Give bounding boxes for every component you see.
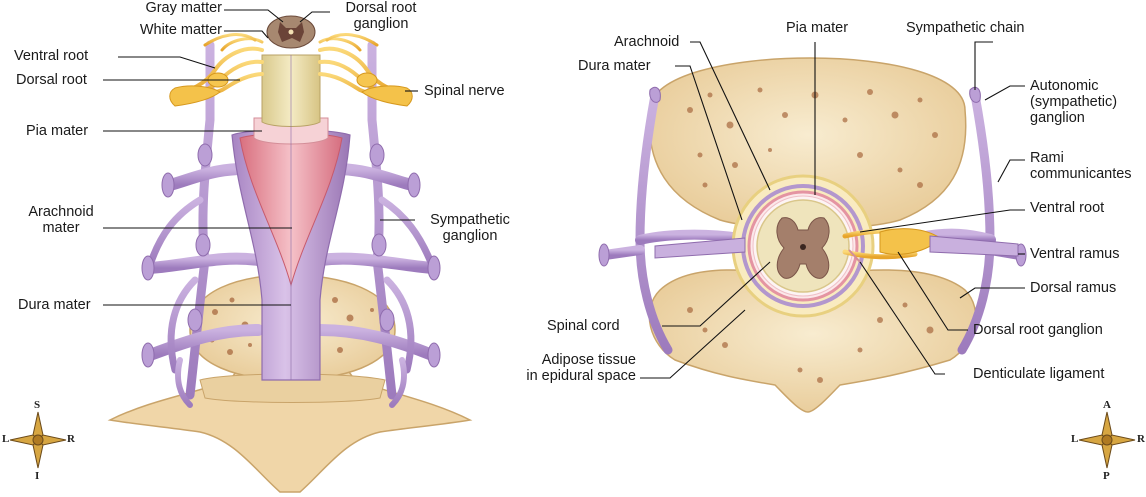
compass-right-left: L: [1071, 433, 1079, 445]
left-sympathetic-ganglia: [141, 143, 441, 368]
label-adipose-tissue: Adipose tissue in epidural space: [526, 352, 636, 384]
left-panel-illustration: [107, 15, 473, 493]
label-ventral-root-left: Ventral root: [14, 48, 89, 64]
label-pia-mater-right: Pia mater: [786, 20, 849, 36]
compass-right-right: R: [1137, 433, 1145, 445]
label-dura-mater-left: Dura mater: [18, 297, 91, 313]
label-spinal-cord: Spinal cord: [547, 318, 620, 334]
left-leader-lines: [103, 9, 418, 306]
label-dorsal-ramus: Dorsal ramus: [1030, 280, 1117, 296]
compass-left-right: R: [67, 433, 75, 445]
compass-left-top: S: [34, 399, 41, 411]
label-sympathetic-ganglion: Sympathetic ganglion: [430, 212, 510, 244]
label-white-matter: White matter: [139, 22, 222, 38]
label-gray-matter: Gray matter: [145, 0, 222, 16]
right-leader-lines: [640, 41, 1025, 379]
label-rami-communicantes: Rami communicantes: [1030, 150, 1132, 182]
label-ventral-root-right: Ventral root: [1030, 200, 1105, 216]
left-compass-rose: [9, 411, 67, 469]
label-dorsal-root-left: Dorsal root: [16, 72, 87, 88]
lower-vertebra-surface: [199, 373, 386, 403]
label-denticulate-ligament: Denticulate ligament: [973, 366, 1105, 382]
label-ventral-ramus: Ventral ramus: [1030, 246, 1120, 262]
left-spinal-nerve: [169, 85, 221, 107]
label-dorsal-root-ganglion-left: Dorsal root ganglion: [345, 0, 417, 32]
label-dorsal-root-ganglion-right: Dorsal root ganglion: [973, 322, 1103, 338]
label-sympathetic-chain: Sympathetic chain: [906, 20, 1025, 36]
right-panel-illustration: [598, 57, 1027, 413]
anterior-vertebral-body: [648, 57, 967, 230]
label-dura-mater-right: Dura mater: [578, 58, 651, 74]
label-pia-mater-left: Pia mater: [26, 123, 89, 139]
right-compass-rose: [1078, 411, 1136, 469]
compass-right-top: A: [1103, 399, 1111, 411]
denticulate-ligament: [848, 249, 861, 263]
label-spinal-nerve: Spinal nerve: [424, 83, 505, 99]
compass-left-bottom: I: [35, 470, 40, 482]
label-arachnoid-mater: Arachnoid mater: [28, 204, 94, 236]
right-spinal-nerve: [361, 85, 413, 107]
label-autonomic-ganglion: Autonomic (sympathetic) ganglion: [1030, 78, 1118, 126]
left-spinal-nerve-xs: [654, 237, 746, 259]
compass-left-left: L: [2, 433, 10, 445]
ventral-ramus-nerve: [929, 235, 1019, 257]
compass-right-bottom: P: [1103, 470, 1110, 482]
label-arachnoid-right: Arachnoid: [614, 34, 680, 50]
right-dorsal-root-ganglion: [356, 72, 378, 88]
